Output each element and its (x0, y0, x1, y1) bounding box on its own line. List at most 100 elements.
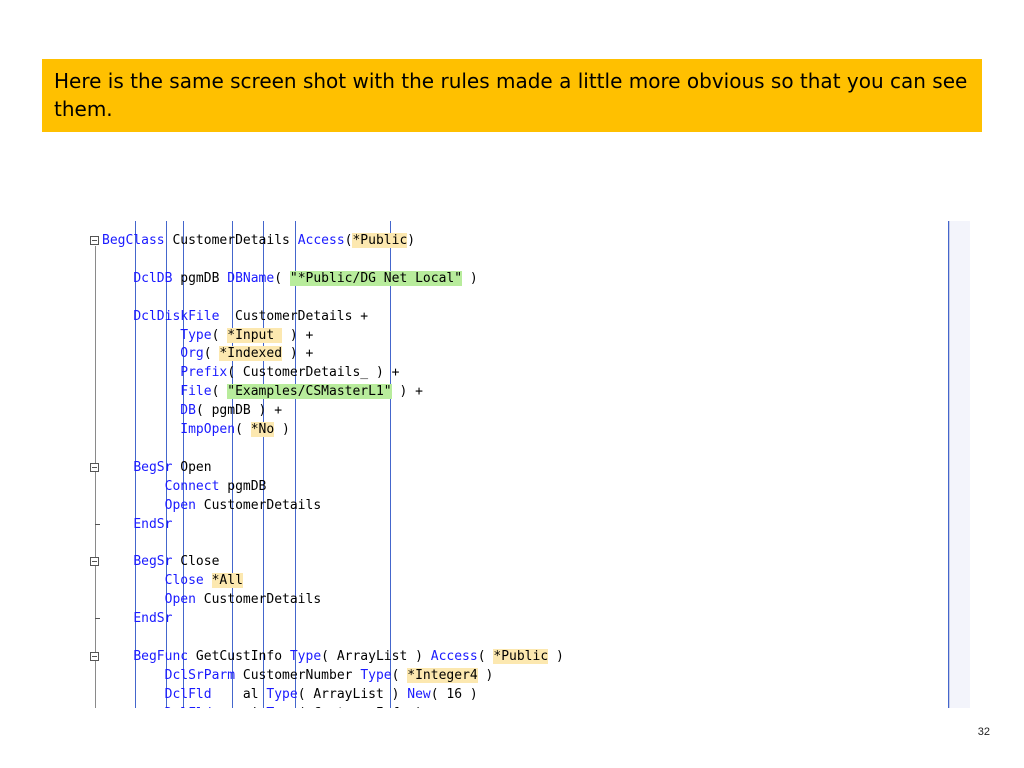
ruler-line (948, 221, 949, 708)
code-line: BegClass CustomerDetails Access(*Public) (102, 231, 415, 250)
code-keyword: DclSrParm (164, 667, 236, 683)
code-text: pgmDB (219, 478, 267, 494)
code-line: DB( pgmDB ) + (102, 401, 282, 420)
code-line: File( "Examples/CSMasterL1" ) + (102, 382, 423, 401)
code-keyword: Open (164, 592, 196, 608)
code-text: ( 16 ) (430, 686, 478, 702)
code-line: DclFld ci Type( CustomerInfo ) (102, 704, 423, 709)
code-keyword: Org (180, 346, 204, 362)
caption-banner: Here is the same screen shot with the ru… (42, 59, 982, 132)
code-keyword: EndSr (133, 611, 173, 626)
code-line: EndSr (102, 515, 172, 534)
code-text (102, 668, 165, 683)
code-text (102, 706, 165, 709)
ruler-line (135, 221, 136, 708)
code-keyword: ImpOpen (180, 422, 236, 437)
code-text (102, 309, 133, 324)
code-string-literal: "*Public/DG Net Local" (289, 270, 463, 286)
code-text (102, 687, 165, 702)
code-text: ( (477, 648, 494, 664)
code-special-value: *No (250, 422, 275, 437)
code-editor-screenshot: BegClass CustomerDetails Access(*Public)… (88, 221, 970, 708)
code-text: ) (548, 648, 564, 664)
code-special-value: *Input (227, 327, 283, 343)
code-line: DclDiskFile CustomerDetails + (102, 307, 368, 326)
code-keyword: BegClass (102, 233, 165, 248)
code-text (102, 365, 180, 380)
code-keyword: DclDiskFile (133, 308, 220, 324)
page-number: 32 (977, 726, 990, 738)
code-text: ) + (391, 384, 423, 400)
code-line: Open CustomerDetails (102, 590, 322, 609)
code-line: Connect pgmDB (102, 477, 267, 496)
code-text: pgmDB (172, 270, 228, 286)
code-line: Prefix( CustomerDetails_ ) + (102, 363, 399, 382)
code-text: ( ArrayList ) (321, 648, 431, 664)
code-text: ) (407, 233, 416, 248)
code-keyword: File (180, 384, 212, 400)
code-text (102, 479, 165, 494)
code-text: ( (211, 384, 228, 400)
code-line: Type( *Input ) + (102, 326, 313, 345)
code-text: ( CustomerDetails_ ) + (227, 365, 400, 381)
code-text: CustomerDetails (195, 592, 322, 608)
code-text: ( (203, 346, 220, 362)
code-string-literal: "Examples/CSMasterL1" (227, 384, 392, 400)
code-line: BegFunc GetCustInfo Type( ArrayList ) Ac… (102, 647, 564, 666)
code-special-value: *Indexed (219, 346, 283, 362)
code-text: ) (477, 667, 494, 683)
code-keyword: Open (164, 497, 196, 513)
collapse-toggle-icon[interactable] (90, 557, 99, 567)
code-keyword: EndSr (133, 516, 173, 532)
code-keyword: BegSr (133, 554, 173, 570)
code-keyword: DclFld (165, 706, 212, 709)
code-keyword: Connect (164, 478, 220, 494)
code-text: ) (274, 422, 290, 437)
code-text: ci (212, 706, 267, 709)
ruler-line (232, 221, 233, 708)
code-text: CustomerDetails (195, 497, 322, 513)
code-text: Close (172, 554, 220, 570)
code-text (102, 649, 133, 664)
code-text (102, 554, 133, 569)
code-text: ( (344, 233, 353, 248)
code-keyword: Prefix (180, 365, 228, 381)
collapse-toggle-icon[interactable] (90, 651, 99, 661)
ruler-line (183, 221, 184, 708)
code-text: GetCustInfo (188, 648, 290, 664)
code-text: ( (391, 667, 408, 683)
code-text (102, 328, 180, 343)
code-text (102, 573, 165, 588)
code-text (102, 403, 180, 418)
code-line: BegSr Close (102, 552, 219, 571)
code-text: ) + (282, 346, 314, 362)
code-special-value: *All (211, 573, 243, 589)
code-line: ImpOpen( *No ) (102, 420, 290, 439)
code-line: BegSr Open (102, 458, 211, 477)
code-keyword: New (407, 686, 431, 702)
code-keyword: DclFld (164, 686, 212, 702)
code-line: Org( *Indexed ) + (102, 344, 313, 363)
collapse-toggle-icon[interactable] (90, 236, 99, 245)
outline-gutter-line (95, 246, 96, 708)
ruler-line (295, 221, 296, 708)
code-line: DclFld al Type( ArrayList ) New( 16 ) (102, 685, 478, 704)
code-special-value: *Public (493, 648, 549, 664)
editor-right-margin (949, 221, 970, 708)
code-keyword: Type (266, 706, 297, 709)
code-line: DclSrParm CustomerNumber Type( *Integer4… (102, 666, 493, 685)
code-text: ( CustomerInfo ) (298, 706, 423, 709)
code-text: ( pgmDB ) + (195, 403, 283, 419)
collapse-toggle-icon[interactable] (90, 462, 99, 472)
code-keyword: Access (297, 233, 345, 248)
code-keyword: Type (266, 686, 298, 702)
ruler-line (390, 221, 391, 708)
code-keyword: Type (360, 667, 392, 683)
code-keyword: Close (164, 573, 204, 589)
code-keyword: DBName (227, 270, 275, 286)
code-text (102, 592, 165, 607)
code-special-value: *Integer4 (407, 667, 478, 683)
code-text: ) (462, 270, 478, 286)
code-text: ( ArrayList ) (297, 686, 408, 702)
code-keyword: Access (430, 648, 478, 664)
